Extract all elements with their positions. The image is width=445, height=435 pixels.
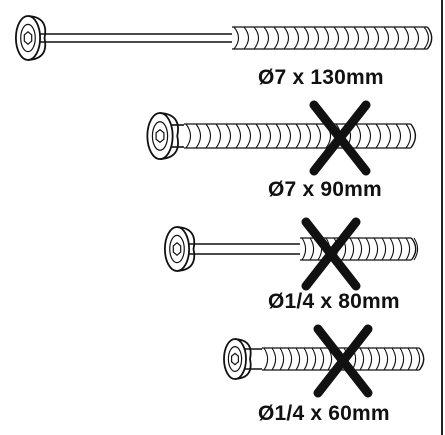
screw-label: Ø1/4 x 60mm bbox=[258, 402, 390, 425]
screw-label: Ø7 x 130mm bbox=[258, 66, 384, 89]
right-divider-line bbox=[441, 0, 443, 435]
screw-label: Ø7 x 90mm bbox=[268, 178, 382, 201]
screw-label: Ø1/4 x 80mm bbox=[268, 290, 400, 313]
